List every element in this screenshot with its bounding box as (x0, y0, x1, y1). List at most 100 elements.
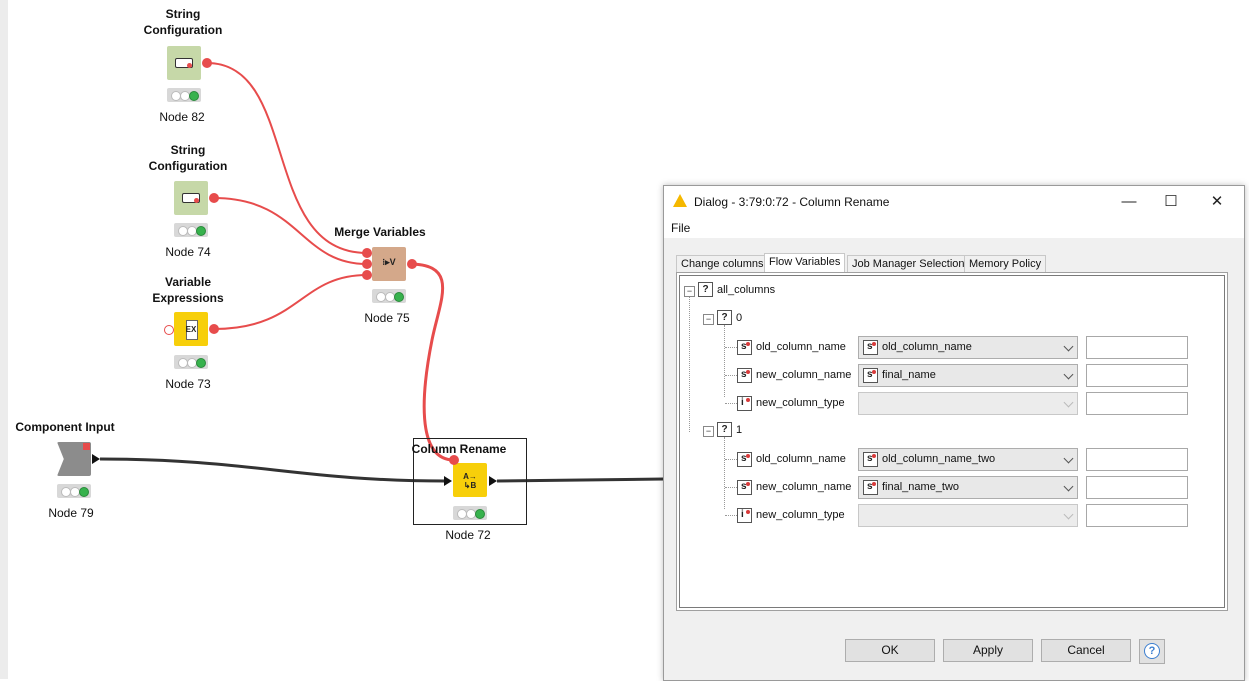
variable-select-value: old_column_name (882, 341, 972, 353)
maximize-button[interactable]: ☐ (1164, 193, 1178, 210)
tab-job-manager-selection[interactable]: Job Manager Selection (847, 255, 970, 272)
node-status-light (167, 88, 201, 102)
flow-variable-input-port-3[interactable] (362, 270, 372, 280)
help-icon: ? (1144, 643, 1160, 659)
group-0-label: 0 (736, 312, 743, 324)
tab-change-columns[interactable]: Change columns (676, 255, 769, 272)
chevron-down-icon (1063, 369, 1074, 380)
param-label: old_column_name (756, 341, 846, 353)
variable-name-field[interactable] (1086, 364, 1188, 387)
column-rename-icon[interactable]: A→↳B (453, 463, 487, 497)
string-type-icon: s (863, 480, 878, 495)
chevron-down-icon (1063, 341, 1074, 352)
dialog-title: Dialog - 3:79:0:72 - Column Rename (694, 195, 890, 209)
tree-connector (725, 459, 737, 460)
canvas-left-border (0, 0, 8, 679)
collapse-all-columns[interactable]: − (684, 286, 695, 297)
chevron-down-icon (1063, 397, 1074, 408)
node-status-light (174, 223, 208, 237)
param-label: new_column_type (756, 397, 845, 409)
node-79-label: Node 79 (48, 506, 94, 520)
variable-select-disabled (858, 504, 1078, 527)
variable-select-value: final_name (882, 369, 936, 381)
tree-connector (725, 515, 737, 516)
node-73-label: Node 73 (165, 377, 211, 391)
variable-select[interactable]: s final_name_two (858, 476, 1078, 499)
string-type-icon: s (737, 340, 752, 355)
node-82-title: String Configuration (143, 7, 223, 37)
node-72-label: Node 72 (445, 528, 491, 542)
close-button[interactable]: ✕ (1210, 193, 1224, 210)
tree-connector (724, 437, 725, 509)
flow-variable-output-port[interactable] (209, 193, 219, 203)
cancel-button[interactable]: Cancel (1041, 639, 1131, 662)
flow-variable-input-port[interactable] (449, 455, 459, 465)
variable-select[interactable]: s final_name (858, 364, 1078, 387)
node-selection-box (413, 438, 527, 525)
flow-variable-output-port[interactable] (407, 259, 417, 269)
param-label: old_column_name (756, 453, 846, 465)
flow-variables-tree: − ? all_columns − ? 0 s old_column_name … (679, 275, 1225, 608)
string-type-icon: s (863, 340, 878, 355)
variable-name-field[interactable] (1086, 392, 1188, 415)
variable-expressions-icon[interactable]: EX (174, 312, 208, 346)
flow-variable-output-port[interactable] (209, 324, 219, 334)
tree-connector (725, 375, 737, 376)
variable-name-field[interactable] (1086, 476, 1188, 499)
node-status-light (453, 506, 487, 520)
node-75-title: Merge Variables (334, 225, 426, 239)
string-type-icon: s (737, 368, 752, 383)
collapse-group-1[interactable]: − (703, 426, 714, 437)
integer-type-icon: i (737, 508, 752, 523)
node-72-title: Column Rename (411, 442, 507, 456)
help-button[interactable]: ? (1139, 639, 1165, 664)
tree-connector (724, 325, 725, 397)
flow-variables-panel: − ? all_columns − ? 0 s old_column_name … (676, 272, 1228, 611)
flow-variable-input-port[interactable] (164, 325, 174, 335)
menu-bar: File (664, 218, 1244, 238)
variable-name-field[interactable] (1086, 504, 1188, 527)
variable-select[interactable]: s old_column_name_two (858, 448, 1078, 471)
collapse-group-0[interactable]: − (703, 314, 714, 325)
variable-name-field[interactable] (1086, 336, 1188, 359)
string-type-icon: s (863, 368, 878, 383)
flow-variable-output-port[interactable] (202, 58, 212, 68)
integer-type-icon: i (737, 396, 752, 411)
variable-select[interactable]: s old_column_name (858, 336, 1078, 359)
dialog-titlebar[interactable]: Dialog - 3:79:0:72 - Column Rename — ☐ ✕ (664, 186, 1244, 218)
menu-file[interactable]: File (671, 221, 691, 235)
unknown-type-icon: ? (717, 310, 732, 325)
string-configuration-icon[interactable] (167, 46, 201, 80)
flow-variable-input-port-1[interactable] (362, 248, 372, 258)
tree-connector (725, 403, 737, 404)
node-74-title: String Configuration (148, 143, 228, 173)
node-82-label: Node 82 (159, 110, 205, 124)
node-status-light (174, 355, 208, 369)
flow-variable-input-port-2[interactable] (362, 259, 372, 269)
merge-variables-icon[interactable]: ⁝▸V (372, 247, 406, 281)
unknown-type-icon: ? (698, 282, 713, 297)
column-rename-dialog[interactable]: Dialog - 3:79:0:72 - Column Rename — ☐ ✕… (663, 185, 1245, 681)
param-label: new_column_name (756, 481, 852, 493)
node-75-label: Node 75 (364, 311, 410, 325)
unknown-type-icon: ? (717, 422, 732, 437)
apply-button[interactable]: Apply (943, 639, 1033, 662)
variable-select-disabled (858, 392, 1078, 415)
tab-flow-variables[interactable]: Flow Variables (764, 253, 846, 273)
string-configuration-icon[interactable] (174, 181, 208, 215)
ok-button[interactable]: OK (845, 639, 935, 662)
data-input-port[interactable] (444, 476, 452, 486)
string-type-icon: s (863, 452, 878, 467)
data-output-port[interactable] (92, 454, 100, 464)
tab-memory-policy[interactable]: Memory Policy (964, 255, 1047, 272)
minimize-button[interactable]: — (1121, 193, 1137, 210)
chevron-down-icon (1063, 481, 1074, 492)
string-type-icon: s (737, 480, 752, 495)
flow-variable-output-port[interactable] (83, 443, 90, 450)
tree-connector (725, 347, 737, 348)
data-output-port[interactable] (489, 476, 497, 486)
warning-icon (673, 194, 687, 207)
node-79-title: Component Input (15, 420, 115, 434)
tree-root-label: all_columns (717, 284, 776, 296)
variable-name-field[interactable] (1086, 448, 1188, 471)
